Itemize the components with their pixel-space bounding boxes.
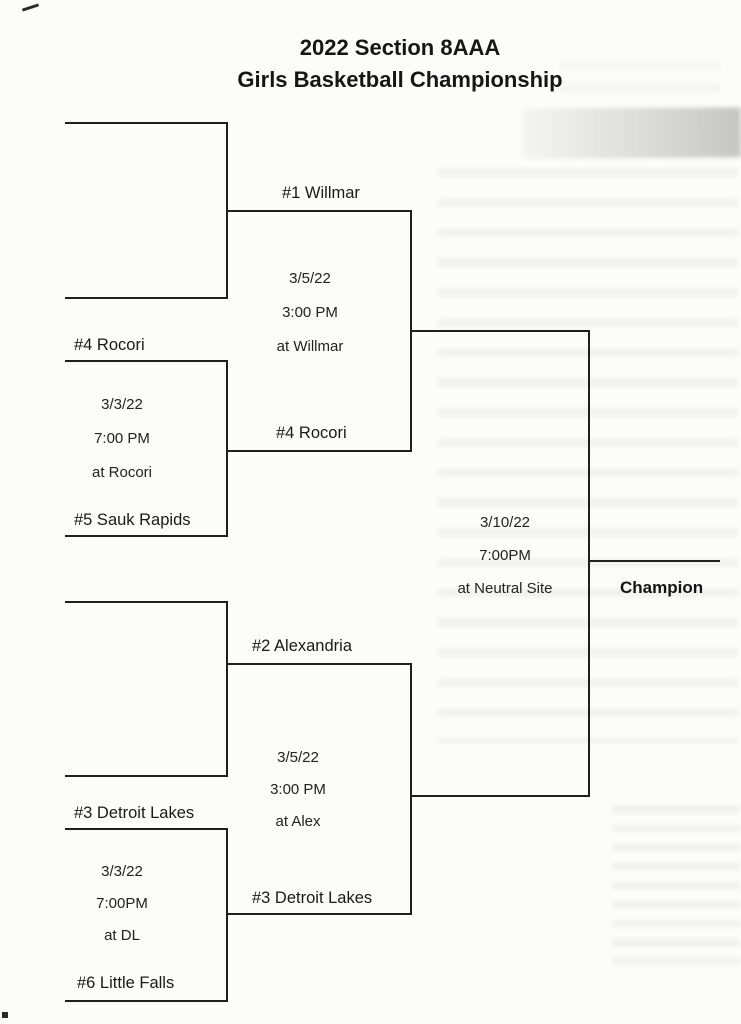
- bracket-line: [65, 360, 228, 362]
- champion-label: Champion: [620, 578, 704, 597]
- team-rocori-advancing: #4 Rocori: [276, 424, 347, 442]
- game-date: 3/5/22: [289, 270, 331, 287]
- game-info-semifinal2: 3/5/22 3:00 PM at Alex: [223, 742, 373, 838]
- bracket-line: [226, 210, 412, 212]
- bracket-line: [226, 828, 228, 1002]
- game-site: at Willmar: [276, 338, 344, 355]
- game-date: 3/10/22: [479, 514, 531, 531]
- bracket-line: [65, 1000, 228, 1002]
- bracket-line: [65, 297, 228, 299]
- bracket-line: [226, 913, 412, 915]
- scan-bleedthrough-band: [521, 107, 741, 159]
- scan-mark-bottom-left: [2, 1012, 8, 1018]
- bracket-line: [226, 601, 228, 777]
- game-info-final: 3/10/22 7:00PM at Neutral Site: [420, 506, 590, 605]
- bracket-line: [65, 122, 228, 124]
- team-willmar-seed: #1 Willmar: [282, 184, 360, 202]
- team-alexandria-seed: #2 Alexandria: [252, 637, 352, 655]
- bracket-line: [410, 663, 412, 915]
- bracket-line: [410, 330, 590, 332]
- game-date: 3/5/22: [277, 749, 319, 766]
- scan-bleedthrough-paragraph: [612, 806, 740, 964]
- bracket-line: [65, 535, 228, 537]
- team-little-falls-seed: #6 Little Falls: [77, 974, 175, 992]
- team-sauk-rapids-seed: #5 Sauk Rapids: [74, 511, 191, 529]
- scan-mark-top-left: [21, 3, 40, 12]
- team-rocori-seed: #4 Rocori: [74, 336, 145, 354]
- bracket-line: [226, 360, 228, 537]
- game-time: 3:00 PM: [270, 781, 326, 798]
- page-title-line2: Girls Basketball Championship: [237, 67, 563, 92]
- game-info-quarterfinal2: 3/3/22 7:00PM at DL: [47, 856, 197, 952]
- bracket-line: [226, 663, 412, 665]
- game-site: at Rocori: [91, 464, 153, 481]
- bracket-line: [65, 775, 228, 777]
- game-time: 7:00PM: [96, 895, 148, 912]
- page-title: 2022 Section 8AAA Girls Basketball Champ…: [60, 32, 740, 96]
- bracket-line: [65, 828, 228, 830]
- game-site: at Neutral Site: [457, 580, 553, 597]
- bracket-line: [588, 560, 720, 562]
- game-time: 3:00 PM: [282, 304, 338, 321]
- bracket-line: [588, 330, 590, 797]
- game-date: 3/3/22: [101, 396, 143, 413]
- game-time: 7:00 PM: [94, 430, 150, 447]
- bracket-line: [65, 601, 228, 603]
- game-info-quarterfinal1: 3/3/22 7:00 PM at Rocori: [47, 388, 197, 490]
- game-date: 3/3/22: [101, 863, 143, 880]
- team-detroit-lakes-seed: #3 Detroit Lakes: [74, 804, 195, 822]
- team-detroit-lakes-advancing: #3 Detroit Lakes: [252, 889, 373, 907]
- game-site: at DL: [104, 927, 140, 944]
- game-info-semifinal1: 3/5/22 3:00 PM at Willmar: [235, 262, 385, 364]
- bracket-line: [226, 450, 412, 452]
- game-site: at Alex: [275, 813, 321, 830]
- game-time: 7:00PM: [479, 547, 531, 564]
- page-title-line1: 2022 Section 8AAA: [299, 35, 501, 60]
- bracket-line: [410, 795, 590, 797]
